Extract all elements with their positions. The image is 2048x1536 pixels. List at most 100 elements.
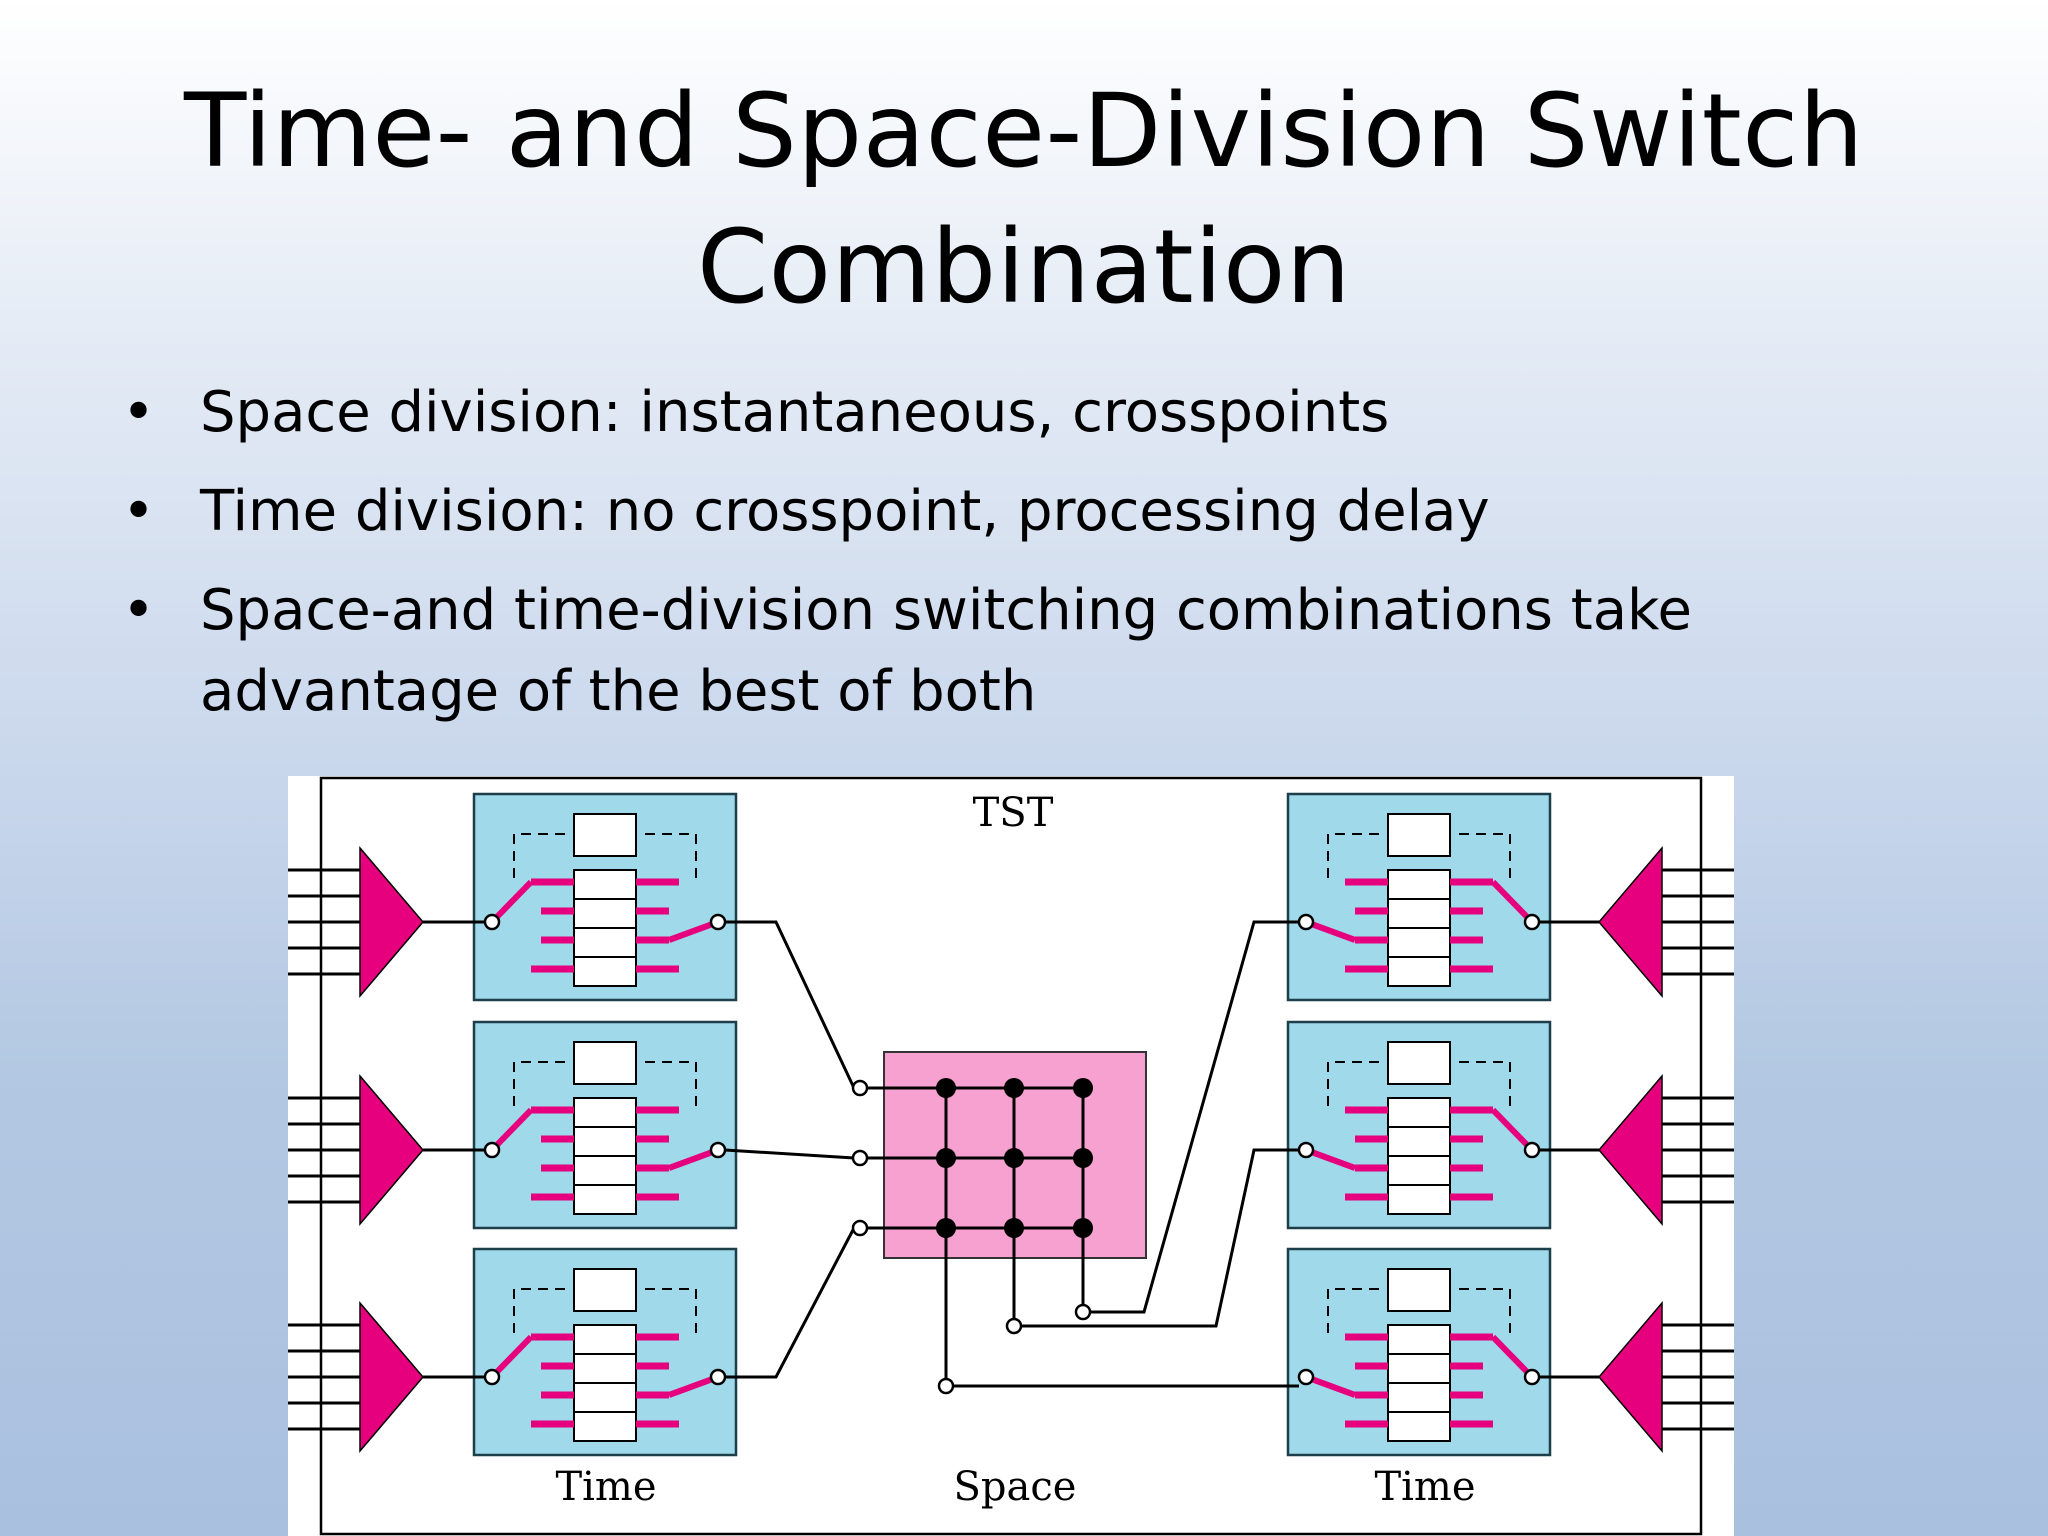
switch-node-out [1523, 913, 1541, 931]
slide-title: Time- and Space-Division Switch Combinat… [0, 64, 2048, 336]
bullet-item: • Time division: no crosspoint, processin… [120, 471, 1920, 552]
control-memory-block [1387, 813, 1451, 857]
control-loop-dashed [1327, 1061, 1511, 1107]
memory-cell [1387, 927, 1451, 958]
memory-cell [1387, 1353, 1451, 1384]
switch-node-in [483, 913, 501, 931]
tst-switch-diagram: TST Time Space Time [288, 776, 1734, 1536]
matrix-output-node [937, 1377, 955, 1395]
matrix-input-node [851, 1079, 869, 1097]
memory-cell [573, 898, 637, 929]
memory-cell [1387, 1184, 1451, 1215]
memory-cell [1387, 956, 1451, 987]
write-switch-arm [1304, 1374, 1357, 1398]
time-label-left: Time [555, 1464, 656, 1510]
memory-cell [573, 1382, 637, 1413]
bullet-text: Space division: instantaneous, crosspoin… [200, 380, 1390, 445]
crosspoint-dot [1004, 1078, 1024, 1098]
bullet-dot: • [122, 479, 156, 544]
crosspoint-dot [1073, 1078, 1093, 1098]
memory-cell [573, 1353, 637, 1384]
title-line-1: Time- and Space-Division Switch [183, 72, 1865, 191]
read-switch-arm [1490, 879, 1535, 925]
memory-cell [573, 1324, 637, 1355]
bullet-item: • Space division: instantaneous, crosspoi… [120, 372, 1920, 453]
matrix-input-node [851, 1149, 869, 1167]
switch-node-in [1297, 913, 1315, 931]
bullet-text: Space-and time-division switching combin… [200, 578, 1692, 724]
bullet-item: • Space-and time-division switching combi… [120, 570, 1920, 732]
crosspoint-dot [1073, 1148, 1093, 1168]
memory-cell [573, 869, 637, 900]
memory-cell [573, 1184, 637, 1215]
control-loop-dashed [1327, 833, 1511, 879]
switch-node-in [1297, 1368, 1315, 1386]
wire-left-2-to-matrix [724, 1148, 855, 1160]
control-loop-dashed [1327, 1288, 1511, 1334]
memory-cell [1387, 1126, 1451, 1157]
memory-cell [573, 1155, 637, 1186]
title-line-2: Combination [696, 208, 1352, 327]
switch-node-in [1297, 1141, 1315, 1159]
crosspoint-dot [936, 1218, 956, 1238]
memory-cell [573, 1097, 637, 1128]
crosspoint-dot [936, 1078, 956, 1098]
memory-cell [1387, 1324, 1451, 1355]
matrix-input-node [851, 1219, 869, 1237]
control-memory-block [573, 1268, 637, 1312]
switch-node-in [483, 1368, 501, 1386]
control-memory-block [573, 813, 637, 857]
time-switch-left-2 [288, 1020, 738, 1230]
matrix-output-node [1005, 1317, 1023, 1335]
crosspoint-dot [1004, 1148, 1024, 1168]
switch-node-out [709, 913, 727, 931]
memory-cell [573, 1126, 637, 1157]
matrix-output-node [1074, 1303, 1092, 1321]
tst-diagram-svg: TST Time Space Time [288, 776, 1734, 1536]
memory-cell [1387, 869, 1451, 900]
space-label: Space [954, 1464, 1077, 1510]
control-memory-block [573, 1041, 637, 1085]
memory-cell [1387, 1411, 1451, 1442]
switch-node-out [709, 1368, 727, 1386]
control-loop-dashed [513, 833, 697, 879]
read-switch-arm [667, 919, 720, 943]
time-switch-left-3 [288, 1247, 738, 1457]
read-switch-arm [667, 1374, 720, 1398]
control-memory-block [1387, 1268, 1451, 1312]
read-switch-arm [1490, 1107, 1535, 1153]
switch-node-out [709, 1141, 727, 1159]
switch-node-out [1523, 1368, 1541, 1386]
time-switch-right-1 [1286, 792, 1734, 1002]
write-switch-arm [1304, 919, 1357, 943]
time-switch-left-1 [288, 792, 738, 1002]
wire-matrix-to-right-2 [1021, 1148, 1299, 1328]
control-loop-dashed [513, 1288, 697, 1334]
read-switch-arm [1490, 1334, 1535, 1380]
control-memory-block [1387, 1041, 1451, 1085]
memory-cell [1387, 1155, 1451, 1186]
crosspoint-dot [1004, 1218, 1024, 1238]
memory-cell [573, 927, 637, 958]
write-switch-arm [489, 879, 534, 925]
time-switch-right-2 [1286, 1020, 1734, 1230]
crosspoint-dot [936, 1148, 956, 1168]
write-switch-arm [489, 1334, 534, 1380]
time-label-right: Time [1374, 1464, 1475, 1510]
switch-node-in [483, 1141, 501, 1159]
tst-label: TST [973, 790, 1054, 836]
memory-cell [573, 1411, 637, 1442]
switch-node-out [1523, 1141, 1541, 1159]
wire-left-1-to-matrix [725, 920, 856, 1089]
write-switch-arm [1304, 1147, 1357, 1171]
crosspoint-dot [1073, 1218, 1093, 1238]
write-switch-arm [489, 1107, 534, 1153]
memory-cell [1387, 1097, 1451, 1128]
memory-cell [1387, 898, 1451, 929]
diagram-frame [319, 776, 1703, 1536]
bullet-text: Time division: no crosspoint, processing… [200, 479, 1490, 544]
read-switch-arm [667, 1147, 720, 1171]
control-loop-dashed [513, 1061, 697, 1107]
bullet-dot: • [122, 380, 156, 445]
bullet-dot: • [122, 578, 156, 643]
